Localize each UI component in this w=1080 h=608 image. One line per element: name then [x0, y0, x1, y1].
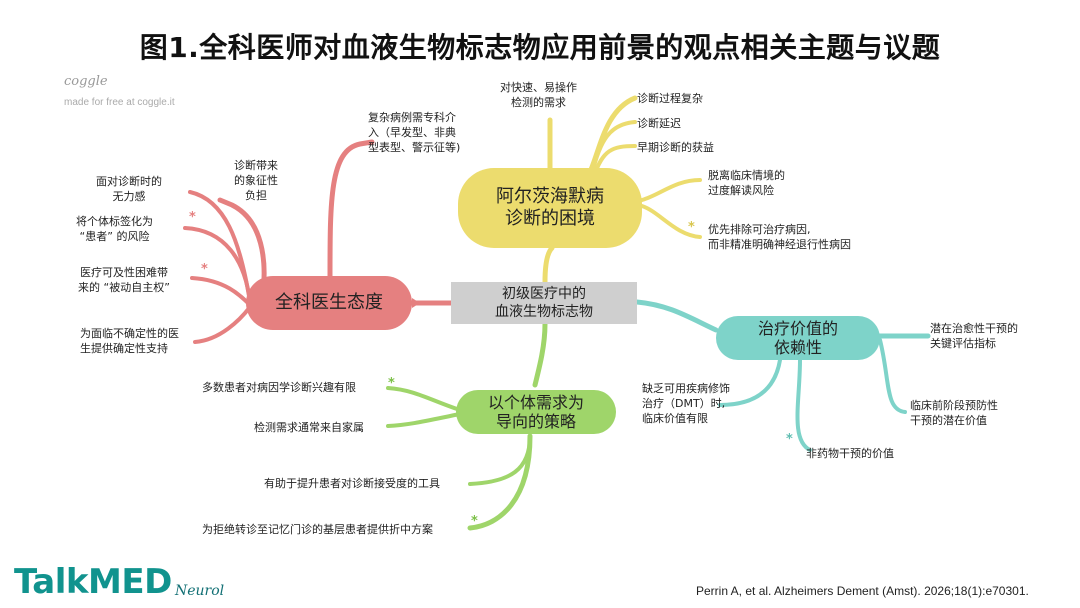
leaf-labeling: 将个体标签化为 “患者” 的风险: [76, 215, 153, 243]
leaf-diagnosis-delay: 诊断延迟: [637, 117, 681, 130]
link-center-individual: [532, 321, 548, 388]
leaf-early-benefit: 早期诊断的获益: [637, 141, 714, 154]
link-therapy-preventive: [878, 338, 907, 414]
star-labeling: *: [189, 210, 196, 225]
leaf-preventive-value: 临床前阶段预防性 干预的潜在价值: [910, 399, 998, 427]
leaf-nonpharm-value: 非药物干预的价值: [806, 447, 894, 460]
link-ind-family: [386, 412, 462, 428]
star-compromise: *: [471, 514, 478, 529]
brand-logo: TalkMED: [14, 562, 172, 602]
leaf-rapid-test-need: 对快速、易操作 检测的需求: [500, 81, 577, 109]
leaf-helpless: 面对诊断时的 无力感: [96, 175, 162, 203]
coggle-watermark: coggle: [64, 74, 108, 89]
link-gp-complex: [327, 139, 375, 281]
link-gp-labeling: [183, 226, 252, 304]
leaf-passive-autonomy: 医疗可及性困难带 来的 “被动自主权”: [78, 266, 170, 294]
leaf-compromise: 为拒绝转诊至记忆门诊的基层患者提供折中方案: [202, 523, 433, 536]
link-ad-delay: [590, 120, 637, 176]
leaf-complex-case: 复杂病例需专科介 入（早发型、非典 型表型、警示征等): [368, 111, 461, 154]
link-therapy-nonpharm: [795, 358, 812, 452]
individual-strategy-node[interactable]: 以个体需求为 导向的策略: [456, 390, 616, 434]
coggle-tagline: made for free at coggle.it: [64, 97, 175, 108]
link-gp-autonomy: [190, 276, 252, 307]
leaf-exclude-treatable: 优先排除可治疗病因, 而非精准明确神经退行性病因: [708, 223, 851, 251]
center-line1: 初级医疗中的: [502, 286, 586, 302]
link-ind-compromise: [467, 433, 533, 531]
center-node[interactable]: 初级医疗中的 血液生物标志物: [451, 282, 637, 324]
star-interest: *: [388, 376, 395, 391]
link-center-therapy: [634, 299, 719, 333]
link-center-ad: [542, 245, 555, 285]
link-gp-certainty: [193, 305, 252, 344]
gp-attitude-label: 全科医生态度: [275, 292, 383, 313]
leaf-acceptance-tool: 有助于提升患者对诊断接受度的工具: [264, 477, 440, 490]
star-autonomy: *: [201, 262, 208, 277]
brand-subtitle: Neurol: [175, 583, 225, 599]
link-ind-interest: [386, 386, 462, 412]
leaf-symbolic-burden: 诊断带来 的象征性 负担: [234, 159, 278, 202]
link-therapy-dmt: [718, 358, 782, 407]
leaf-certainty: 为面临不确定性的医 生提供确定性支持: [80, 327, 179, 355]
link-ad-overinterp: [640, 178, 702, 202]
center-line2: 血液生物标志物: [495, 304, 593, 320]
page-title: 图1.全科医师对血液生物标志物应用前景的观点相关主题与议题: [139, 31, 941, 64]
citation: Perrin A, et al. Alzheimers Dement (Amst…: [696, 584, 1029, 598]
leaf-dmt-limited: 缺乏可用疾病修饰 治疗（DMT）时, 临床价值有限: [642, 382, 730, 425]
star-nonpharm: *: [786, 432, 793, 447]
gp-attitude-node[interactable]: 全科医生态度: [246, 276, 412, 330]
link-ind-tool: [468, 434, 532, 486]
leaf-curative-indicator: 潜在治愈性干预的 关键评估指标: [930, 322, 1018, 350]
leaf-complex-process: 诊断过程复杂: [637, 92, 703, 105]
leaf-family-demand: 检测需求通常来自家属: [254, 421, 364, 434]
ad-dilemma-node[interactable]: 阿尔茨海默病 诊断的困境: [458, 168, 642, 248]
therapy-value-node[interactable]: 治疗价值的 依赖性: [716, 316, 880, 360]
link-ad-exclude: [640, 204, 702, 239]
link-center-gp-arrow: [412, 298, 420, 308]
leaf-overinterpretation: 脱离临床情境的 过度解读风险: [708, 169, 785, 197]
leaf-limited-interest: 多数患者对病因学诊断兴趣有限: [202, 381, 356, 394]
star-exclude: *: [688, 220, 695, 235]
